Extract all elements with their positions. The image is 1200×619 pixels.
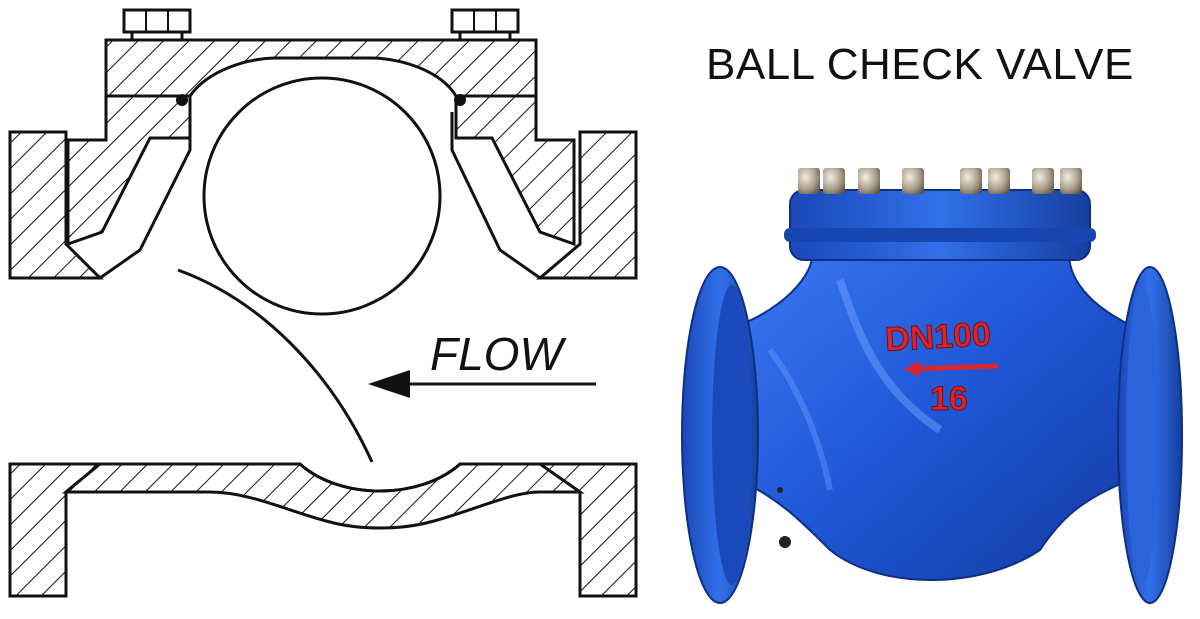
bottom-wall: [61, 462, 585, 530]
pressure-marking: 16: [930, 380, 968, 418]
valve-bonnet: [789, 189, 1091, 261]
flow-direction-arrow: [904, 361, 999, 377]
o-ring-left: [176, 94, 188, 106]
bolt-left: [122, 8, 192, 42]
flow-arrow: [368, 370, 596, 398]
cross-section-diagram: FLOW: [8, 8, 638, 598]
bonnet-cover: [104, 38, 538, 98]
o-ring-right: [454, 94, 466, 106]
page-title: BALL CHECK VALVE: [706, 40, 1134, 89]
bolt-right: [450, 8, 520, 42]
upper-body-left: [66, 94, 192, 247]
upper-body-right: [454, 94, 576, 247]
drain-plug: [779, 536, 791, 548]
valve-bonnet-rim: [784, 228, 1096, 242]
bonnet-nuts: [798, 168, 1082, 194]
flange-left: [8, 130, 104, 280]
ball: [202, 76, 442, 316]
ball-guide-curve: [177, 268, 374, 463]
bottom-wall-inner: [10, 462, 636, 493]
flange-right: [535, 130, 638, 280]
flow-label: FLOW: [430, 328, 567, 380]
size-marking: DN100: [884, 315, 992, 358]
valve-photo: DN100 16: [681, 168, 1183, 604]
